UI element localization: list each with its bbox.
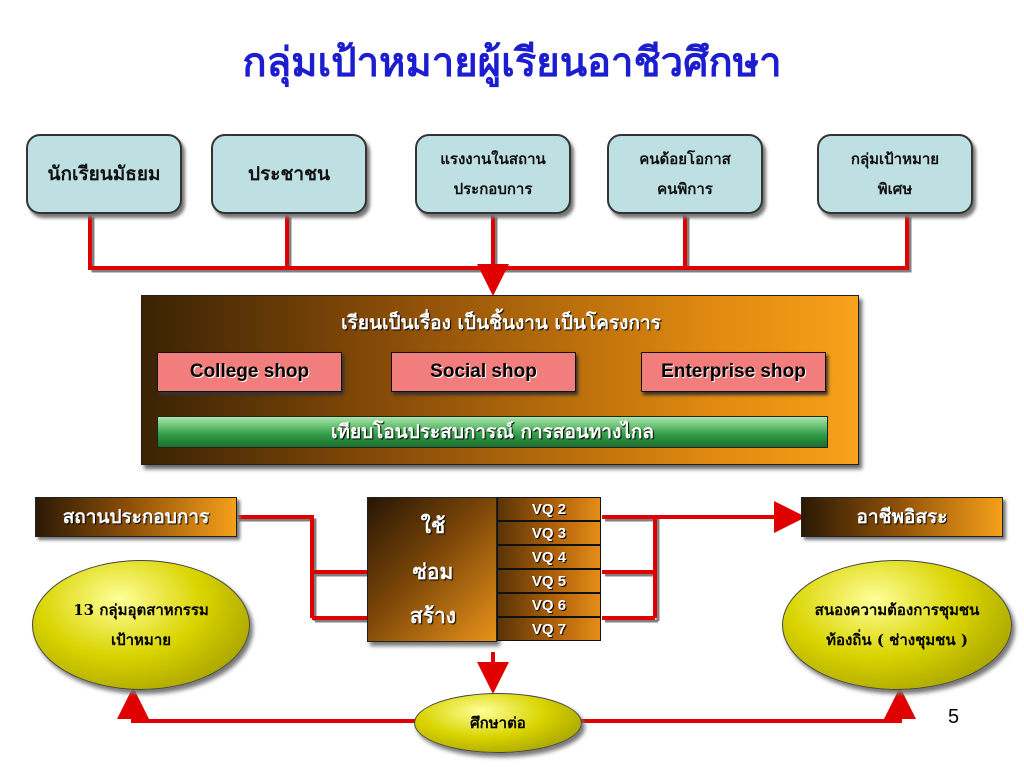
vq-level-2: VQ 2 <box>497 497 601 521</box>
community-needs-ellipse: สนองความต้องการชุมชน ท้องถิ่น ( ช่างชุมช… <box>782 560 1012 690</box>
vq-level-6: VQ 6 <box>497 593 601 617</box>
further-study-ellipse: ศึกษาต่อ <box>414 693 582 753</box>
community-needs-line2: ท้องถิ่น ( ช่างชุมชน ) <box>826 631 968 649</box>
page-number: 5 <box>948 706 960 728</box>
vq-level-5: VQ 5 <box>497 569 601 593</box>
further-study-label: ศึกษาต่อ <box>470 714 526 732</box>
credit-transfer-bar: เทียบโอนประสบการณ์ การสอนทางไกล <box>157 416 828 448</box>
vq-level-4: VQ 4 <box>497 545 601 569</box>
target-secondary-students: นักเรียนมัธยม <box>26 134 182 214</box>
target-workforce: แรงงานในสถาน ประกอบการ <box>415 134 571 214</box>
target-special: กลุ่มเป้าหมาย พิเศษ <box>817 134 973 214</box>
use-repair-build-box: ใช้ ซ่อม สร้าง <box>367 497 497 642</box>
enterprise-shop-box: Enterprise shop <box>641 352 826 392</box>
community-needs-line1: สนองความต้องการชุมชน <box>814 601 980 619</box>
workplace-box: สถานประกอบการ <box>35 497 237 537</box>
college-shop-box: College shop <box>157 352 342 392</box>
self-employed-box: อาชีพอิสระ <box>801 497 1003 537</box>
vq-level-7: VQ 7 <box>497 617 601 641</box>
industry-groups-line1: 13 กลุ่มอุตสาหกรรม <box>73 601 209 619</box>
target-disadvantaged-line2: คนพิการ <box>657 180 713 198</box>
target-general-public: ประชาชน <box>211 134 367 214</box>
center-line-repair: ซ่อม <box>412 559 454 584</box>
target-disadvantaged-line1: คนด้อยโอกาส <box>639 150 731 168</box>
social-shop-box: Social shop <box>391 352 576 392</box>
target-special-line2: พิเศษ <box>877 180 913 198</box>
target-workforce-line1: แรงงานในสถาน <box>440 150 546 168</box>
target-workforce-line2: ประกอบการ <box>453 180 533 198</box>
target-secondary-students-label: นักเรียนมัธยม <box>47 163 161 185</box>
vq-level-3: VQ 3 <box>497 521 601 545</box>
center-line-build: สร้าง <box>409 603 457 628</box>
target-general-public-label: ประชาชน <box>248 163 330 185</box>
industry-groups-line2: เป้าหมาย <box>110 631 172 649</box>
page-title: กลุ่มเป้าหมายผู้เรียนอาชีวศึกษา <box>242 39 782 86</box>
center-line-use: ใช้ <box>420 513 446 538</box>
learning-approach-panel: เรียนเป็นเรื่อง เป็นชิ้นงาน เป็นโครงการ … <box>141 295 859 465</box>
target-disadvantaged: คนด้อยโอกาส คนพิการ <box>607 134 763 214</box>
industry-groups-ellipse: 13 กลุ่มอุตสาหกรรม เป้าหมาย <box>32 560 250 690</box>
learning-approach-heading: เรียนเป็นเรื่อง เป็นชิ้นงาน เป็นโครงการ <box>341 312 661 334</box>
target-special-line1: กลุ่มเป้าหมาย <box>850 150 940 168</box>
